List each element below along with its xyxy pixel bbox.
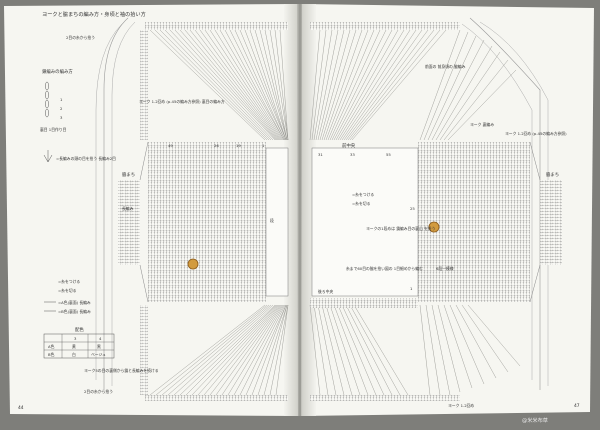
right-note-mid: ヨークの1段めは 鎖編み目の裏山 を拾う [366, 226, 436, 231]
right-col-num-25: 25 [410, 206, 415, 211]
color-table-r0c0: A色 [48, 344, 55, 349]
cut-legend-cut: =糸を切る [58, 288, 77, 293]
right-col-num-55: 55 [386, 152, 391, 157]
left-stitch-block [148, 142, 266, 302]
right-stitch-block [418, 142, 530, 302]
chain-legend-title: 鎖編みの編み方 [42, 68, 73, 75]
right-col-num-31: 31 [318, 152, 323, 157]
right-yoke-side: ヨーク 裏編み [470, 122, 494, 127]
left-gusset [118, 180, 140, 265]
color-table-r1c0: B色 [48, 352, 55, 357]
color-table-title: 配色 [75, 326, 84, 333]
chain-legend-drawing [45, 81, 49, 118]
right-note-bottom: 糸まで60目の脇を拾い図の 1目細めから編む [346, 266, 423, 271]
pin-icon [187, 258, 199, 270]
left-col-num-26: 26 [214, 143, 219, 148]
legend-line-icons [44, 301, 56, 312]
left-yoke-pickup-label: 2目の糸から拾う [66, 35, 95, 40]
left-side-label: 脇まち [122, 172, 135, 178]
right-yoke-note: ヨーク 1.2回め (p.45の編み方参照) [505, 131, 567, 136]
color-table-r0c2: 黒 [97, 344, 101, 349]
right-side-label: 脇まち [546, 172, 559, 178]
b-color-legend: =B色(裏面) 長編み [58, 309, 91, 314]
left-center-panel [265, 147, 289, 297]
chain-step-2: 2 [60, 106, 63, 111]
right-gusset [540, 180, 562, 265]
chain-step-3: 3 [60, 115, 63, 120]
color-table-h1: 3 [74, 336, 77, 341]
right-top-label: 前中央 [342, 142, 356, 149]
color-table: 配色 3 4 A色 黄 黒 B色 白 ベージュ [43, 326, 115, 359]
left-bottom-note-2: 2目の糸から拾う [84, 389, 113, 394]
watermark: @米米布草 [522, 416, 548, 424]
left-diagram [95, 17, 289, 401]
sc-note: =長編みの頭の目を拾う 長編み2目 [56, 156, 116, 161]
color-table-r1c1: 白 [72, 352, 76, 357]
chain-step-1: 1 [60, 97, 63, 102]
chain-note: 裏目 1目作り目 [40, 127, 67, 132]
left-side-sub: 長編み [122, 206, 134, 211]
right-back-label: 後ろ中央 [318, 289, 333, 294]
left-page-number: 44 [18, 405, 24, 411]
left-col-num-49: 49 [168, 143, 173, 148]
left-col-num-19: 19 [236, 143, 241, 148]
color-table-r1c2: ベージュ [91, 352, 106, 357]
color-table-r0c1: 黄 [72, 344, 76, 349]
right-mid-label: 6段一模様 [436, 266, 454, 271]
right-center-panel [311, 147, 419, 297]
pin-icon [428, 221, 440, 233]
right-page-number: 47 [574, 403, 580, 409]
right-legend-attach: =糸をつける [352, 192, 374, 197]
book-gutter [284, 4, 316, 416]
left-header: ヨークと脇まちの編み方・身頃と袖の拾い方 [42, 10, 146, 18]
right-note-top: 前面の 前身頃の 脇編み [425, 64, 466, 69]
right-col-num-33: 33 [350, 152, 355, 157]
color-table-h2: 4 [99, 336, 102, 341]
a-color-legend: =A色(裏面) 長編み [58, 300, 91, 305]
left-col-num-1: 1 [262, 143, 265, 148]
cut-legend-attach: =糸をつける [58, 279, 80, 284]
right-legend-cut: =糸を切る [352, 201, 371, 206]
right-bottom-note: ヨーク 1.2回め [448, 403, 474, 408]
left-bottom-note: ヨーク5の目の裏側から鎖と長編みを続ける [84, 368, 159, 373]
dc-symbol-icon [43, 150, 53, 163]
right-col-num-1: 1 [410, 286, 413, 291]
left-center-label: 段 [270, 218, 274, 223]
left-yoke-note: ヨーク 1.2回め (p.45の編み方参照) 裏目の編み方 [139, 99, 225, 104]
right-diagram [309, 17, 562, 401]
